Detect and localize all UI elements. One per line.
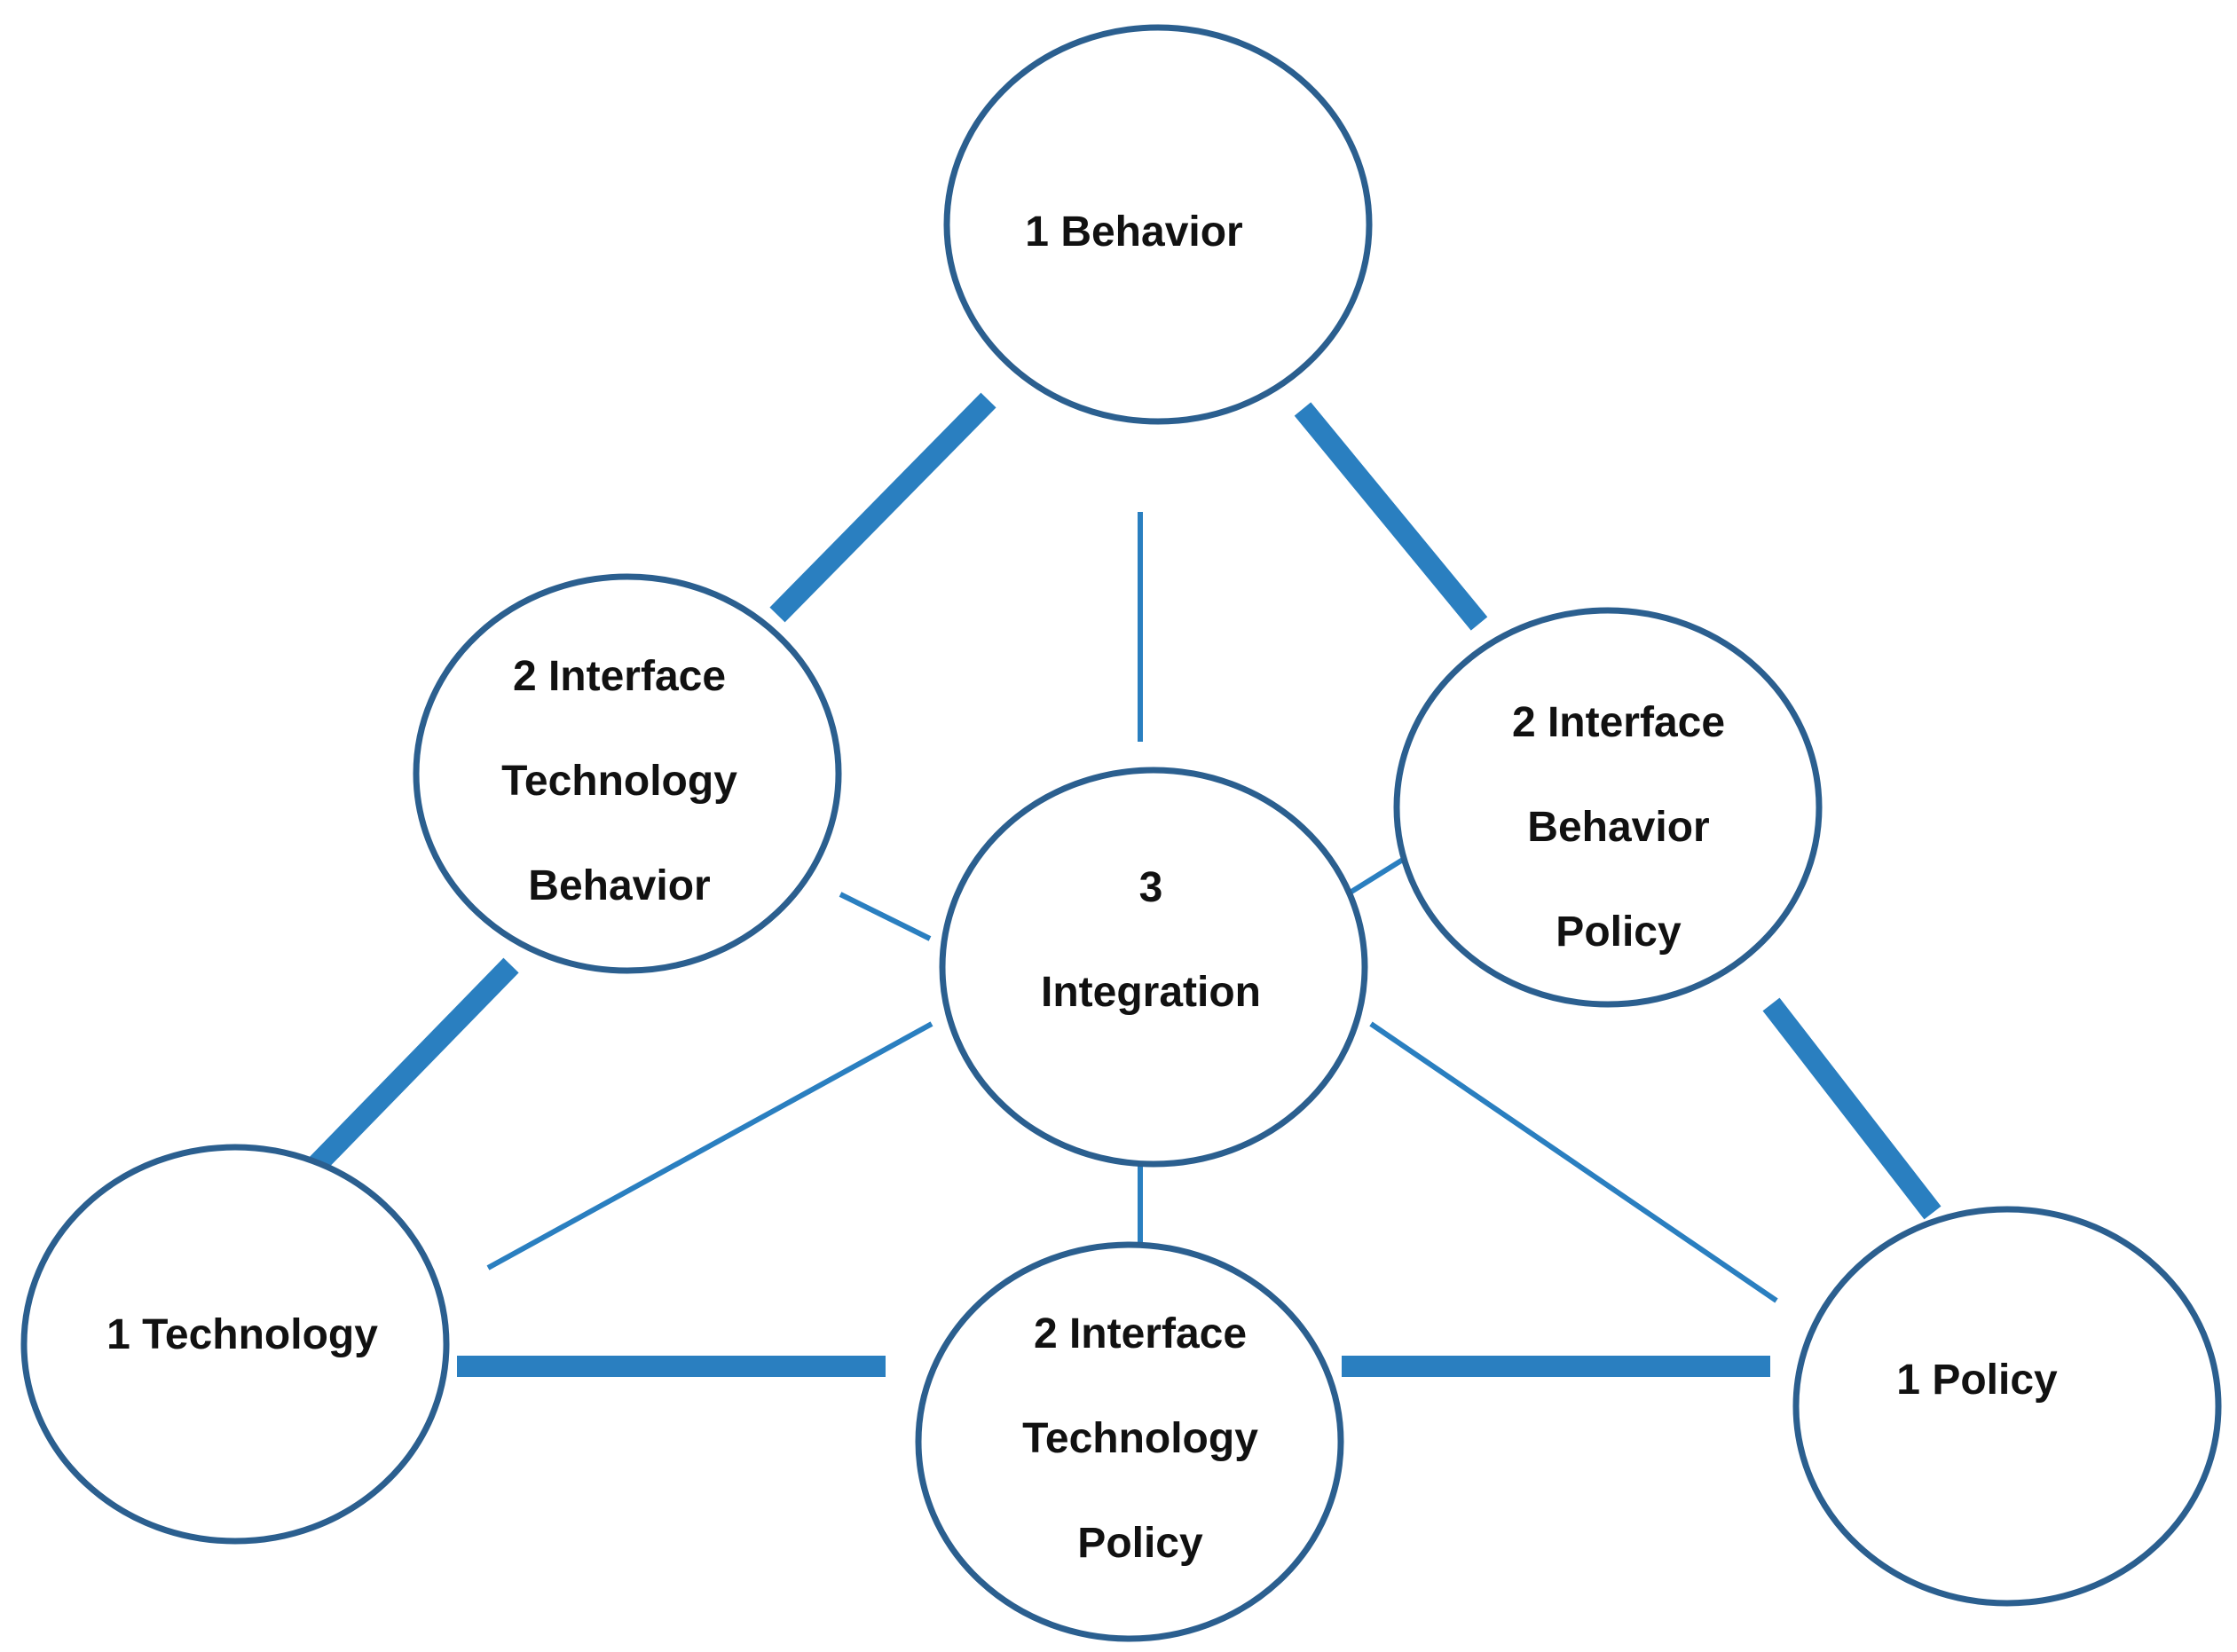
node-interface-behavior-policy-line-1: 2 Interface [1511, 699, 1726, 746]
link-interface-tech-behavior-to-technology [301, 957, 519, 1181]
node-integration-label: 3 Integration [1041, 836, 1261, 1045]
node-interface-behavior-policy-label: 2 Interface Behavior Policy [1512, 671, 1725, 985]
link-integration-to-technology [486, 1021, 933, 1270]
node-integration-line-2: Integration [1041, 969, 1261, 1016]
link-behavior-to-interface-tech-behavior [769, 392, 996, 623]
node-interface-tech-policy-circle [915, 1241, 1344, 1642]
node-interface-behavior-policy-circle [1393, 607, 1823, 1008]
node-interface-behavior-policy-line-3: Policy [1556, 909, 1682, 956]
node-interface-tech-behavior-line-2: Technology [501, 758, 737, 805]
node-interface-tech-policy-line-2: Technology [1022, 1415, 1258, 1462]
link-behavior-to-interface-behavior-policy [1294, 402, 1488, 631]
node-interface-tech-behavior-label: 2 Interface Technology Behavior [501, 625, 737, 939]
node-integration-circle [939, 767, 1368, 1168]
node-behavior-label: 1 Behavior [1025, 180, 1242, 285]
node-interface-tech-behavior-line-1: 2 Interface [512, 653, 727, 700]
node-technology-line-1: 1 Technology [106, 1311, 378, 1358]
node-behavior-circle [943, 24, 1373, 425]
node-technology-label: 1 Technology [106, 1283, 378, 1388]
node-interface-tech-policy-line-1: 2 Interface [1033, 1310, 1248, 1357]
link-integration-to-interface-tech-behavior [839, 892, 932, 941]
node-interface-tech-behavior-circle [413, 573, 842, 974]
node-policy-label: 1 Policy [1896, 1328, 2057, 1433]
node-integration-line-1: 3 [1138, 864, 1163, 911]
node-interface-tech-behavior-line-3: Behavior [528, 862, 711, 909]
link-integration-to-policy [1369, 1021, 1778, 1303]
node-technology-circle [20, 1144, 450, 1545]
node-policy-circle [1792, 1206, 2222, 1607]
node-interface-tech-policy-label: 2 Interface Technology Policy [1022, 1282, 1258, 1596]
node-behavior-line-1: 1 Behavior [1025, 208, 1243, 256]
node-interface-tech-policy-line-3: Policy [1077, 1520, 1203, 1567]
node-policy-line-1: 1 Policy [1896, 1357, 2058, 1404]
node-interface-behavior-policy-line-2: Behavior [1527, 804, 1710, 851]
link-interface-behavior-policy-to-policy [1762, 997, 1942, 1220]
